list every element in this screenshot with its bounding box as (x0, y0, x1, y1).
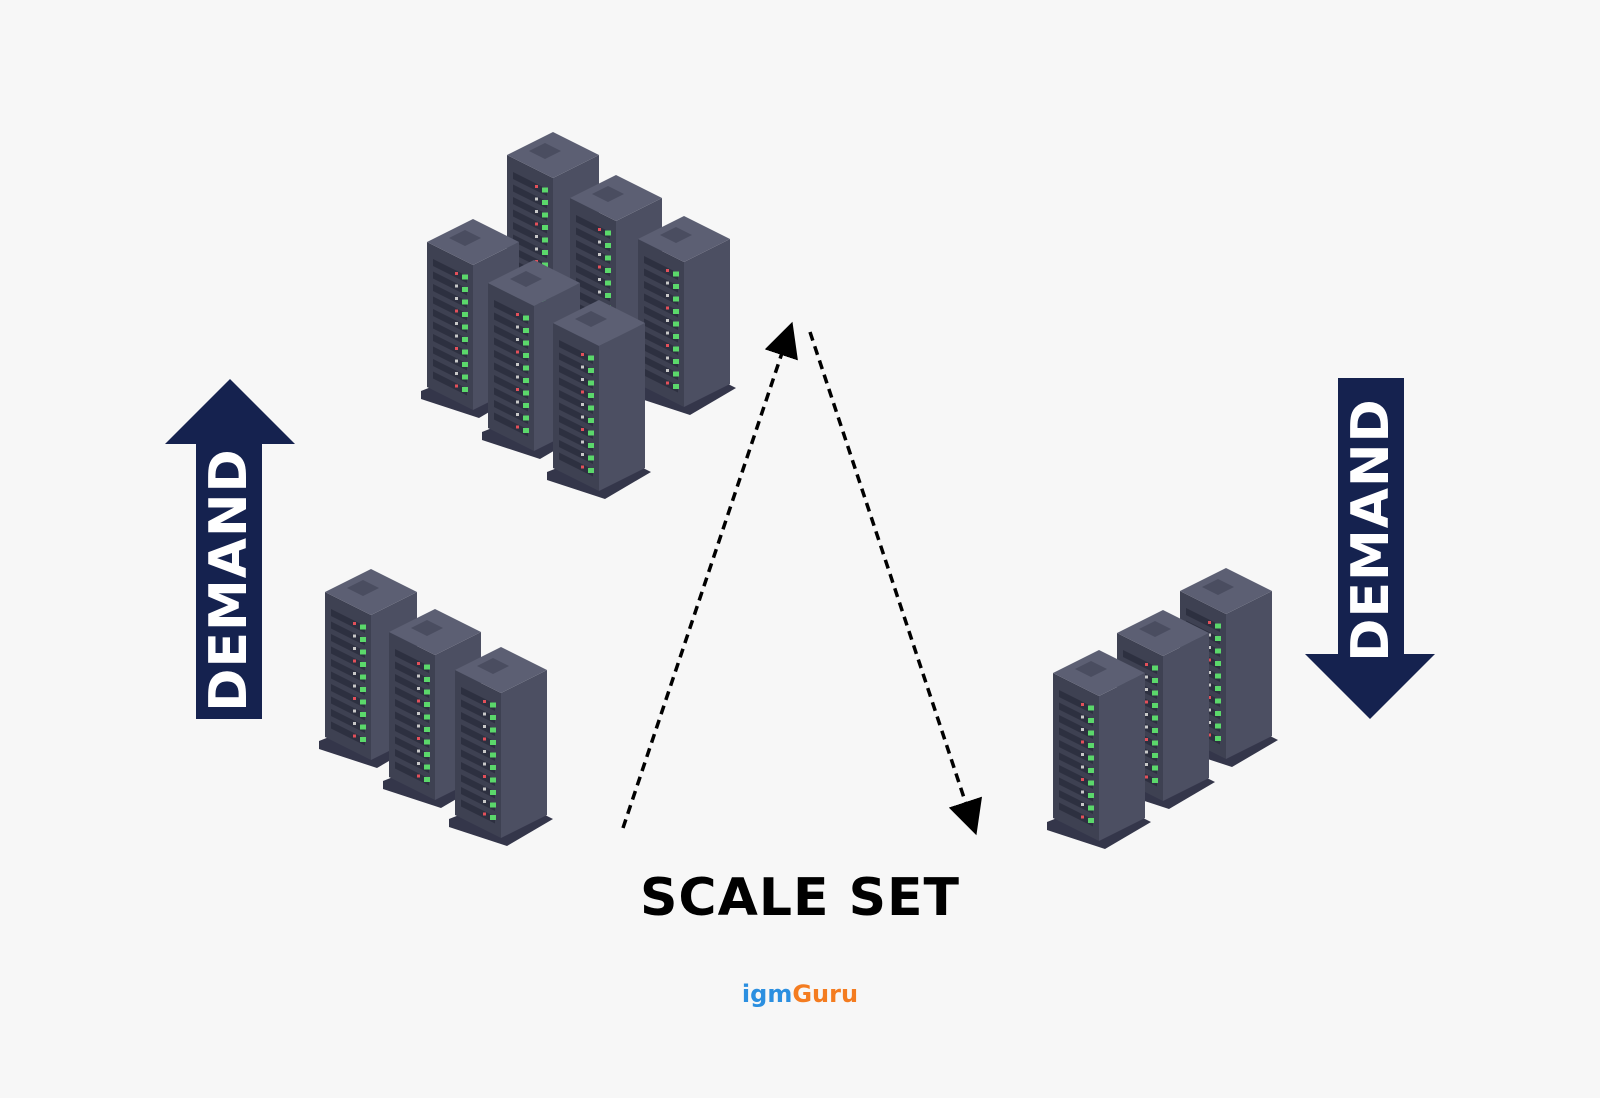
demand-up-arrow-shape (165, 379, 295, 719)
scale-in-dashed-arrow (808, 331, 983, 836)
server-group-scaled-in (1047, 568, 1278, 849)
demand-down-arrow: DEMAND (1305, 378, 1435, 719)
demand-down-label: DEMAND (1341, 398, 1401, 661)
demand-up-arrow: DEMAND (165, 379, 295, 719)
demand-up-label: DEMAND (199, 448, 259, 711)
diagram-title: SCALE SET (639, 868, 961, 928)
server-group-scaled-out (421, 132, 736, 499)
brand-logo: igmGuru (0, 980, 1600, 1008)
demand-down-arrow-shape (1305, 378, 1435, 719)
server-rack (632, 216, 736, 415)
server-rack (547, 300, 651, 499)
scale-out-dashed-arrow (621, 321, 798, 829)
server-group-initial (319, 569, 553, 846)
brand-logo-part-igm: igm (741, 980, 793, 1008)
server-rack (449, 647, 553, 846)
brand-logo-part-guru: Guru (792, 980, 859, 1008)
server-rack (1047, 650, 1151, 849)
